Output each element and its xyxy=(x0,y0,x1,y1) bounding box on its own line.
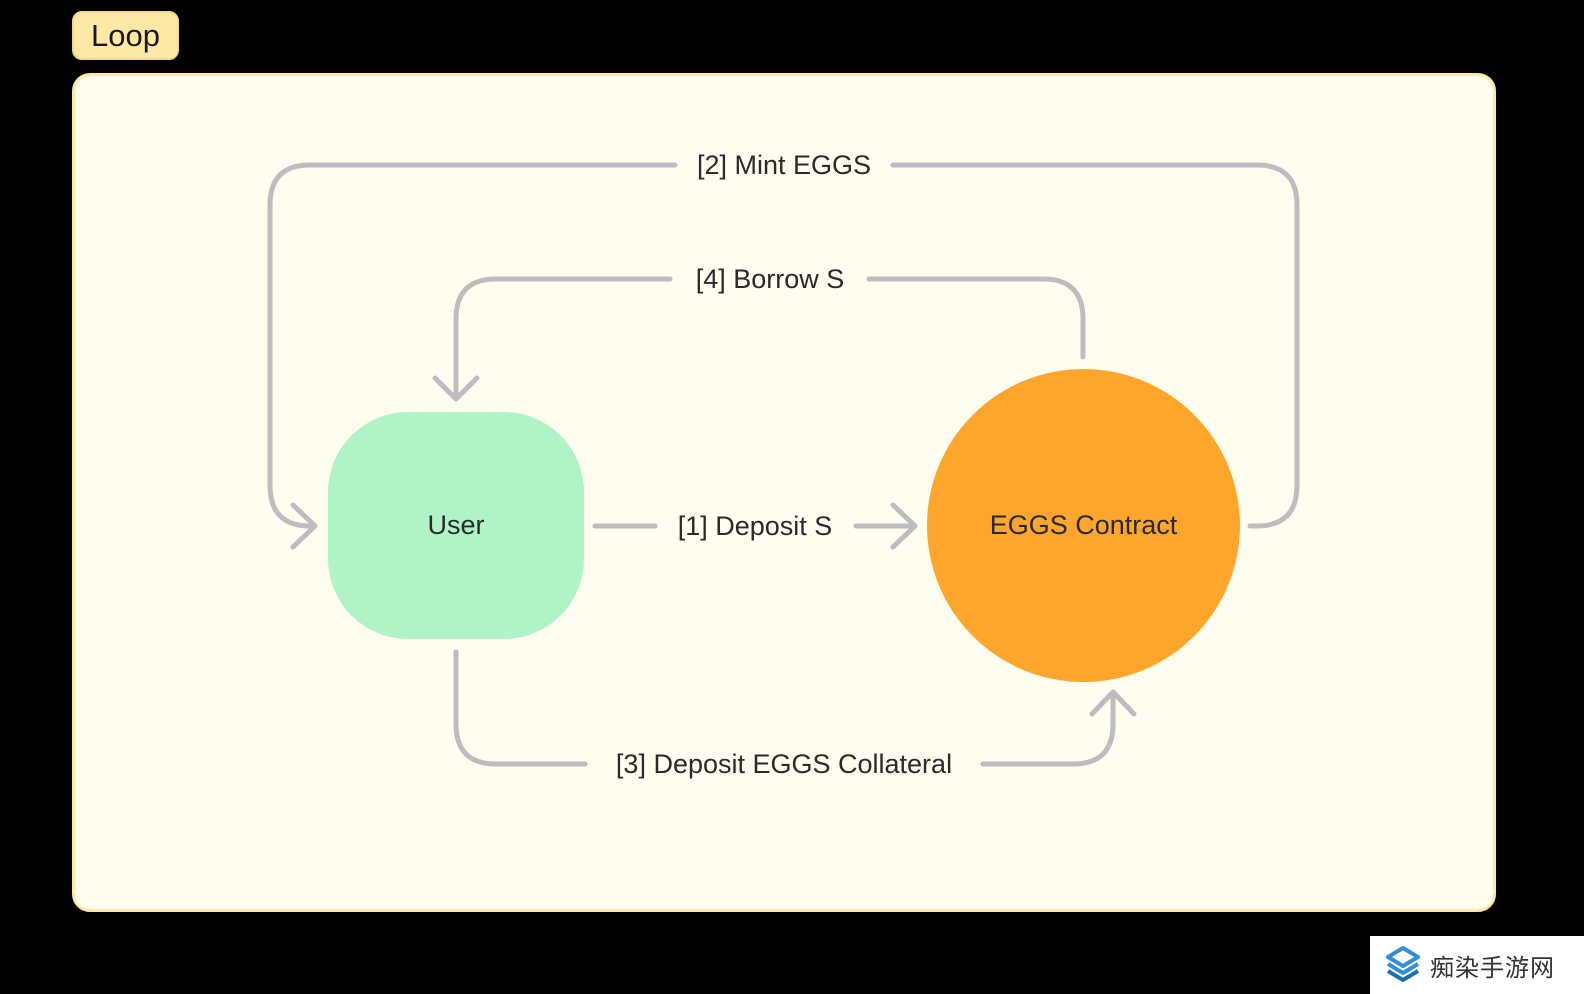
edge-label-mint-eggs[interactable]: [2] Mint EGGS xyxy=(696,150,872,180)
edge-label-deposit-s[interactable]: [1] Deposit S xyxy=(677,511,833,541)
user-node-label: User xyxy=(427,510,485,540)
connector-collateral-right xyxy=(980,691,1116,767)
eggs-contract-node-label: EGGS Contract xyxy=(989,510,1178,540)
watermark: 痴染手游网 xyxy=(1370,936,1584,994)
connector-mint-eggs-right xyxy=(890,162,1300,529)
connector-mint-eggs-left xyxy=(267,162,678,529)
arrowhead-mint-eggs xyxy=(290,502,318,550)
edge-label-deposit-collateral[interactable]: [3] Deposit EGGS Collateral xyxy=(615,749,953,779)
user-node[interactable]: User xyxy=(328,412,584,639)
arrowhead-deposit-s xyxy=(890,502,918,550)
frame-panel xyxy=(72,73,1496,912)
eggs-contract-node[interactable]: EGGS Contract xyxy=(927,369,1240,682)
edge-label-borrow-s[interactable]: [4] Borrow S xyxy=(695,264,845,294)
arrowhead-borrow-s xyxy=(432,375,480,402)
connector-borrow-s-left xyxy=(453,276,673,399)
diamond-logo-icon xyxy=(1386,946,1420,982)
frame-label[interactable]: Loop xyxy=(72,11,179,60)
connector-collateral-left xyxy=(453,649,588,767)
arrowhead-collateral xyxy=(1089,689,1137,717)
connector-borrow-s-right xyxy=(866,276,1086,360)
watermark-text: 痴染手游网 xyxy=(1430,953,1555,982)
